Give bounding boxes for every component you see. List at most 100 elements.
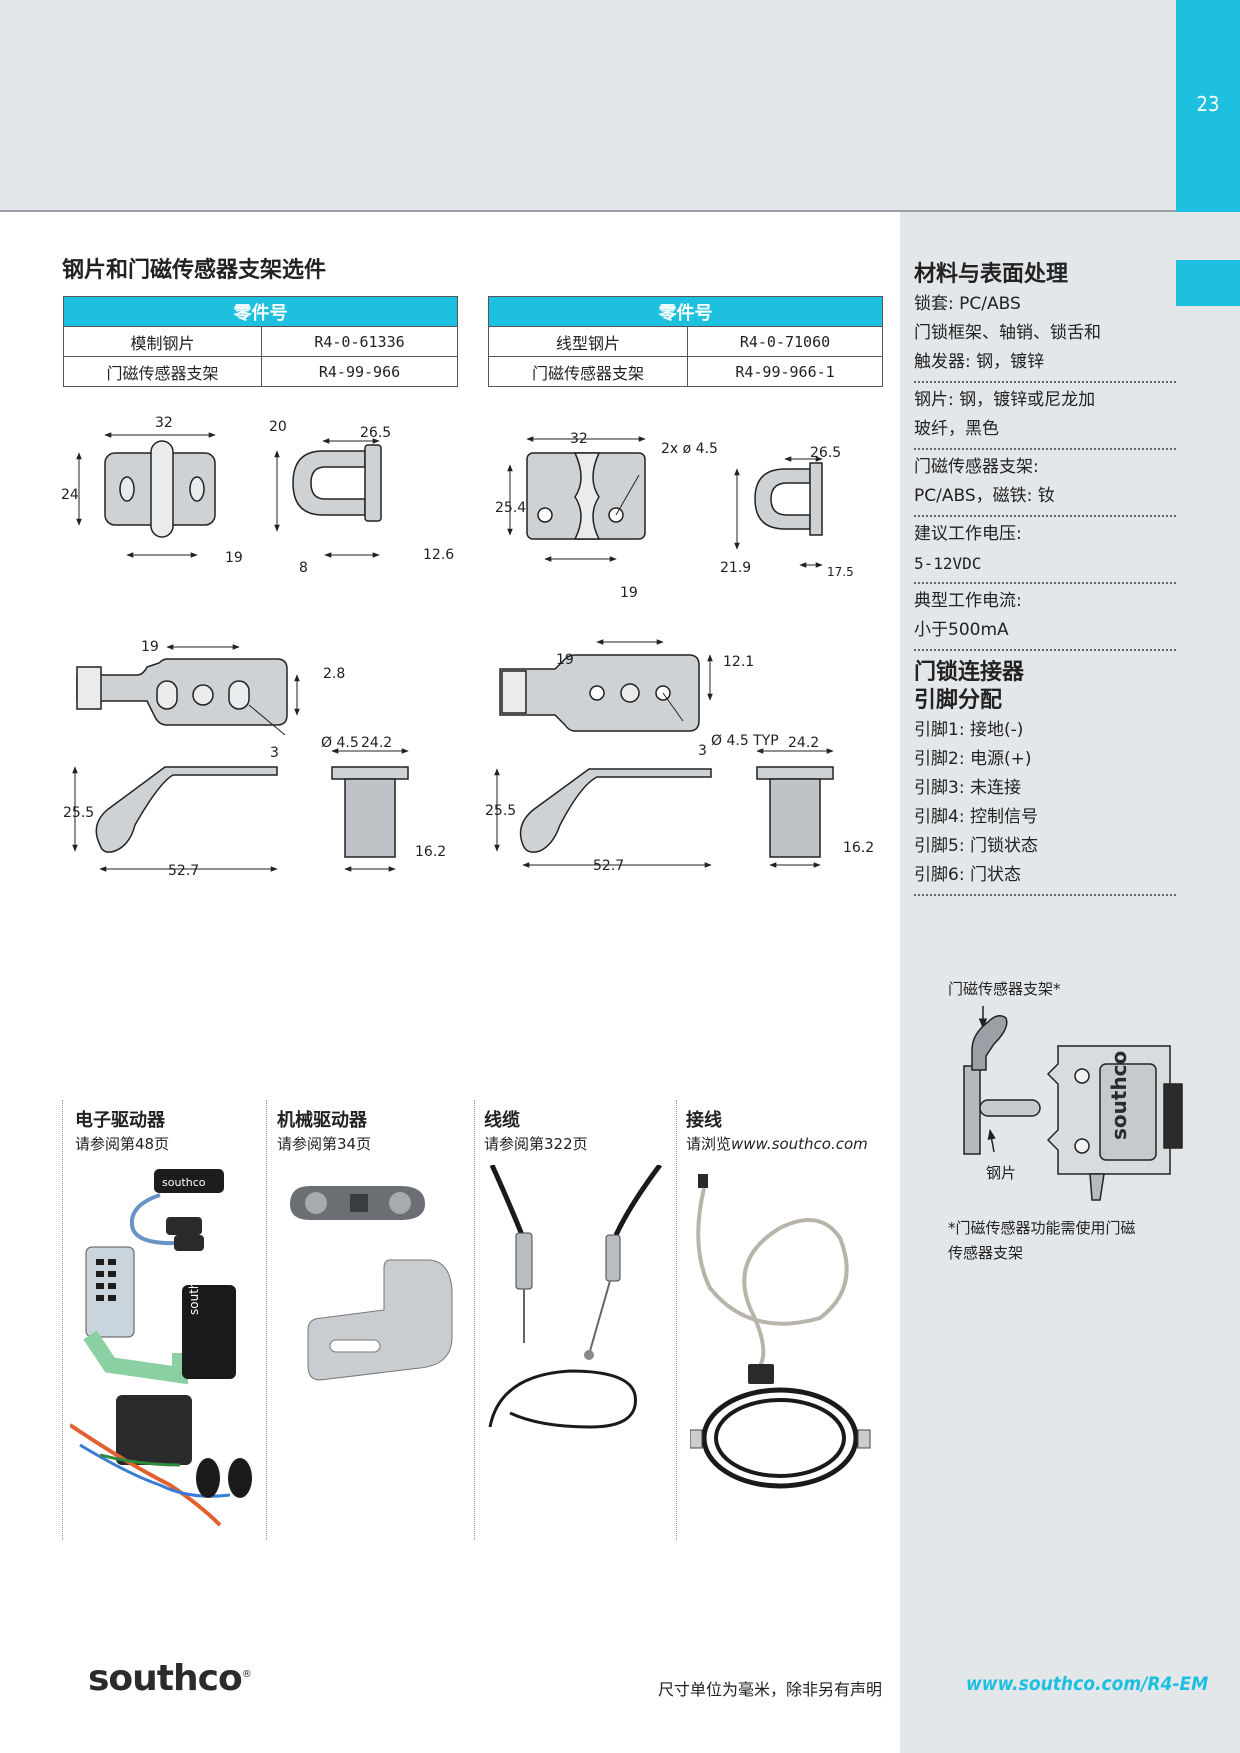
dim-label: 25.5 — [63, 805, 94, 821]
bracket-brand-label: southco — [1107, 1051, 1131, 1140]
accessory-title: 机械驱动器 — [277, 1110, 367, 1131]
dim-label: Ø 4.5 TYP — [711, 733, 779, 749]
dim-label: 19 — [141, 639, 159, 655]
table-row: 线型钢片 R4-0-71060 — [488, 326, 883, 357]
divider — [914, 515, 1176, 517]
accessory-link[interactable]: 请浏览www.southco.com — [686, 1133, 868, 1154]
section-title: 钢片和门磁传感器支架选件 — [62, 258, 327, 283]
sensor-bracket-side-view-2 — [754, 468, 811, 530]
dim-label: 19 — [225, 550, 243, 566]
logo-text: southco — [88, 1658, 243, 1699]
accessory-column-divider — [266, 1100, 267, 1540]
dim-label: 32 — [155, 415, 173, 431]
part-code: R4-99-966 — [261, 356, 458, 387]
dim-label: 24.2 — [361, 735, 392, 751]
cable-photo — [488, 1165, 663, 1429]
materials-line: 门磁传感器支架: — [914, 457, 1039, 477]
dim-label: 26.5 — [360, 425, 391, 441]
divider — [914, 582, 1176, 584]
footer-url-link[interactable]: www.southco.com/R4-EM — [966, 1673, 1209, 1695]
part-number-table-right: 零件号 线型钢片 R4-0-71060 门磁传感器支架 R4-99-966-1 — [488, 296, 883, 387]
pin-line: 引脚6: 门状态 — [914, 865, 1021, 885]
part-name: 门磁传感器支架 — [488, 356, 688, 387]
dim-label: 32 — [570, 431, 588, 447]
materials-line: PC/ABS，磁铁: 钕 — [914, 486, 1055, 506]
materials-line: 锁套: PC/ABS — [914, 294, 1021, 314]
dim-label: 19 — [556, 652, 574, 668]
part-code: R4-0-61336 — [261, 326, 458, 357]
connector-title: 门锁连接器 — [914, 660, 1025, 685]
wiring-harness-photo — [690, 1174, 871, 1489]
materials-line: 小于500mA — [914, 620, 1009, 640]
page-tab — [1176, 0, 1240, 212]
dim-label: 21.9 — [720, 560, 751, 576]
pin-line: 引脚2: 电源(+) — [914, 749, 1032, 769]
dim-label: 16.2 — [843, 840, 874, 856]
table-header: 零件号 — [63, 296, 458, 327]
pin-line: 引脚1: 接地(-) — [914, 720, 1024, 740]
dim-label: 20 — [269, 419, 287, 435]
divider — [914, 448, 1176, 450]
accessory-link[interactable]: 请参阅第48页 — [75, 1135, 170, 1153]
dim-label: 24.2 — [788, 735, 819, 751]
dim-label: 17.5 — [827, 565, 854, 579]
sensor-bracket-side-view — [292, 450, 366, 516]
materials-line: 典型工作电流: — [914, 591, 1022, 611]
divider — [914, 381, 1176, 383]
accessory-title: 接线 — [686, 1110, 722, 1131]
dim-label: 3 — [698, 743, 707, 759]
sensor-assembly-diagram: southco — [963, 1006, 1183, 1201]
sidebar-panel — [900, 212, 1240, 1753]
materials-line: 5-12VDC — [914, 554, 982, 573]
plate-label: 钢片 — [986, 1164, 1017, 1182]
accessory-column-divider — [676, 1100, 677, 1540]
dim-label: 26.5 — [810, 445, 841, 461]
sensor-diagram-label: 门磁传感器支架* — [948, 980, 1061, 998]
accessory-link[interactable]: 请参阅第34页 — [277, 1135, 372, 1153]
dim-label: 12.1 — [723, 654, 754, 670]
dim-label: 19 — [620, 585, 638, 601]
table-row: 门磁传感器支架 R4-99-966-1 — [488, 356, 883, 387]
technical-drawings: 32 20 26.5 24 19 8 12.6 19 2.8 Ø 4.5 3 2… — [61, 415, 874, 879]
link-url: www.southco.com — [731, 1135, 868, 1153]
electronic-actuator-photo: southco southco — [70, 1169, 252, 1527]
part-name: 门磁传感器支架 — [63, 356, 262, 387]
dim-label: 12.6 — [423, 547, 454, 563]
divider — [914, 894, 1176, 896]
sensor-note: *门磁传感器功能需使用门磁 传感器支架 — [948, 1216, 1136, 1266]
pin-line: 引脚4: 控制信号 — [914, 807, 1038, 827]
page-number: 23 — [1196, 92, 1220, 116]
materials-line: 门锁框架、轴销、锁舌和 — [914, 323, 1101, 343]
table-header: 零件号 — [488, 296, 883, 327]
dim-label: 25.5 — [485, 803, 516, 819]
dim-label: 3 — [270, 745, 279, 761]
part-name: 线型钢片 — [488, 326, 688, 357]
dim-label: 25.4 — [495, 500, 526, 516]
link-prefix: 请浏览 — [686, 1135, 732, 1153]
accessory-title: 线缆 — [484, 1110, 520, 1131]
accessory-title: 电子驱动器 — [75, 1110, 165, 1131]
materials-line: 钢片: 钢，镀锌或尼龙加 — [914, 390, 1096, 410]
units-note: 尺寸单位为毫米，除非另有声明 — [658, 1680, 883, 1699]
materials-line: 建议工作电压: — [914, 524, 1022, 544]
materials-line: 玻纤，黑色 — [914, 419, 999, 439]
divider — [914, 649, 1176, 651]
dim-label: 2.8 — [323, 666, 345, 682]
dim-label: Ø 4.5 — [321, 735, 359, 751]
connector-subtitle: 引脚分配 — [914, 688, 1003, 713]
dim-label: 24 — [61, 487, 79, 503]
accessory-link[interactable]: 请参阅第322页 — [484, 1135, 588, 1153]
wire-plate-profile-view — [519, 768, 712, 853]
dim-label: 2x ø 4.5 — [661, 441, 718, 457]
part-code: R4-99-966-1 — [687, 356, 883, 387]
sidebar-tab-marker — [1176, 260, 1240, 306]
pin-line: 引脚3: 未连接 — [914, 778, 1021, 798]
dim-label: 52.7 — [593, 858, 624, 874]
part-code: R4-0-71060 — [687, 326, 883, 357]
sensor-note-line: 传感器支架 — [948, 1244, 1024, 1262]
table-row: 模制钢片 R4-0-61336 — [63, 326, 458, 357]
dim-label: 52.7 — [168, 863, 199, 879]
module-brand-label: southco — [187, 1268, 201, 1315]
table-row: 门磁传感器支架 R4-99-966 — [63, 356, 458, 387]
dim-label: 16.2 — [415, 844, 446, 860]
